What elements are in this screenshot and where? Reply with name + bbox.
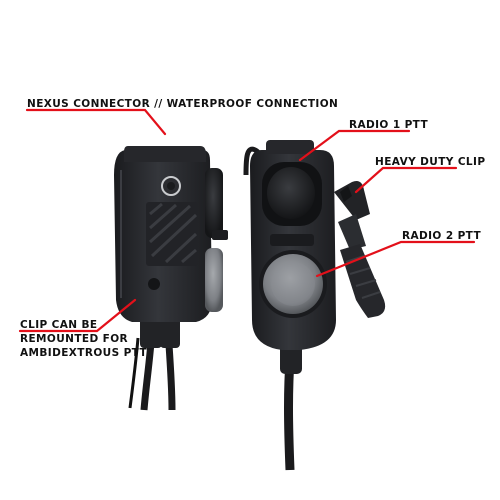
callout-remount-line-1: CLIP CAN BE xyxy=(20,319,98,331)
callout-radio-1-ptt: RADIO 1 PTT xyxy=(349,119,429,131)
leader-clip xyxy=(354,166,458,194)
callout-remount-line-2: REMOUNTED FOR xyxy=(20,333,129,345)
callout-heavy-duty-clip: HEAVY DUTY CLIP xyxy=(375,156,486,168)
callout-clip-remount: CLIP CAN BE REMOUNTED FOR AMBIDEXTROUS P… xyxy=(20,318,147,360)
right-ptt-unit xyxy=(243,140,336,471)
callout-nexus-connector: NEXUS CONNECTOR // WATERPROOF CONNECTION xyxy=(27,98,339,110)
leader-radio2 xyxy=(315,240,476,278)
callout-remount-line-3: AMBIDEXTROUS PTT xyxy=(20,347,148,359)
leader-remount xyxy=(18,298,137,333)
callout-radio-2-ptt: RADIO 2 PTT xyxy=(402,230,482,242)
left-ptt-unit xyxy=(114,146,228,411)
leader-radio1 xyxy=(298,129,411,162)
leader-nexus xyxy=(25,108,167,136)
callout-leaders xyxy=(18,108,476,333)
heavy-duty-clip xyxy=(334,181,386,318)
